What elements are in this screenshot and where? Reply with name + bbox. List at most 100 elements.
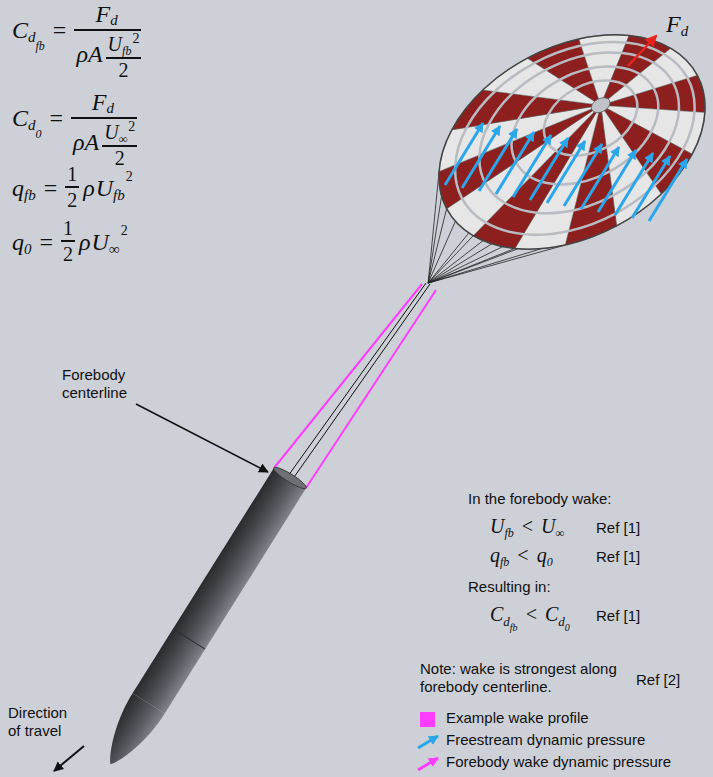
travel-direction-arrow [54,746,84,771]
formula-symbol: = [50,106,64,130]
forebody-rocket-part [173,629,205,649]
freestream-arrows-part [632,156,670,218]
forebody-rocket-part [133,468,307,714]
formula-symbol: ∞ [119,133,128,145]
annotation-text: In the forebody wake: [468,490,611,508]
formula-symbol: U [108,34,122,54]
formula-symbol: 2 [67,190,77,210]
forebody-rocket-part [94,693,164,774]
annotation-text: Direction of travel [8,704,78,740]
annotation-text: Ref [1] [596,519,640,537]
annotation-text: Forebody centerline [62,366,162,402]
formula-symbol: 2 [115,148,125,168]
formula-symbol: 0 [36,128,42,140]
wake-profile-part [306,290,436,488]
formula-symbol: C [12,106,28,130]
formula-symbol: F [666,12,681,36]
canopy-rings [422,3,713,274]
riser-line-part [288,283,426,476]
canopy-gores [402,0,713,293]
freestream-arrows-part [462,126,500,188]
formula-symbol: ∞ [109,242,120,257]
canopy-vent [589,95,613,116]
formula-symbol: F [96,2,111,26]
formula-symbol: q [12,230,24,254]
legend-text: Example wake profile [446,709,589,727]
freestream-arrows-part [581,147,619,209]
annotation-text: Resulting in: [468,578,551,596]
formula-symbol: d [28,118,36,133]
annotation-text: Note: wake is strongest along forebody c… [420,660,632,696]
formula-symbol: fb [113,188,125,203]
forebody-rocket [94,465,308,775]
fraction-bar [61,240,75,242]
canopy-rings-part [491,43,678,209]
formula-symbol: ρA [73,130,99,154]
annotation-text: Ref [2] [636,671,680,689]
formula-symbol: 2 [126,170,133,184]
freestream-arrows-part [513,135,551,197]
formula-symbol: = [53,18,67,42]
suspension-lines-part [428,239,515,292]
freestream-arrows-part [564,144,602,206]
wake-profile-part [274,284,422,468]
formula-symbol: 2 [63,244,73,264]
formula-symbol: d [503,615,510,628]
canopy-skirt [402,0,713,293]
canopy-rings-part [422,3,713,274]
formula-symbol: d [28,30,36,45]
formula-symbol: F [92,90,107,114]
canopy-rings-part [452,20,707,246]
formula-symbol: U [96,176,113,200]
formula-symbol: d [681,24,689,39]
formula-symbol: fb [504,527,513,539]
annotation-text: Ref [1] [596,607,640,625]
formula-symbol: 1 [63,218,73,238]
formula-symbol: 2 [128,120,135,134]
formula-symbol: = [44,176,58,200]
suspension-lines [357,0,713,317]
formula-symbol: q [12,176,24,200]
formula-symbol: = [40,230,54,254]
formula-symbol: C [490,604,503,624]
formula-symbol: < [526,604,537,624]
wake-profile [274,284,436,488]
annotation-text: Ref [1] [596,548,640,566]
freestream-arrows-part [479,129,517,191]
formula-symbol: ρ [83,176,95,200]
freestream-arrows-part [547,141,585,203]
centerline-leader [136,404,268,472]
suspension-lines-part [418,236,482,283]
freestream-arrows-part [598,150,636,212]
formula-symbol: 2 [121,224,128,238]
formula-symbol: ρA [76,42,102,66]
fraction-bar [65,186,79,188]
legend-freestream-sample [418,736,438,748]
formula-symbol: 2 [132,32,139,46]
formula-symbol: q [490,545,500,565]
formula-symbol: d [558,615,565,628]
formula-symbol: 0 [547,556,553,568]
formula-symbol: fb [24,188,36,203]
riser-line-part [292,284,430,480]
fraction-bar [74,29,141,31]
freestream-arrows-part [496,132,534,194]
formula-symbol: U [104,122,118,142]
formula-symbol: fb [122,45,131,57]
riser-line [288,283,430,480]
formula-symbol: 0 [24,242,32,257]
formula-symbol: U [541,516,555,536]
legend-text: Freestream dynamic pressure [446,731,645,749]
formula-symbol: d [110,13,118,28]
formula-symbol: 1 [67,164,77,184]
legend-swatch [420,712,435,727]
formula-symbol: 0 [565,623,570,633]
formula-symbol: < [522,516,533,536]
formula-symbol: 2 [118,60,128,80]
legend-text: Forebody wake dynamic pressure [446,753,671,771]
legend-wake-sample [418,758,438,770]
formula-symbol: < [517,545,528,565]
forebody-rocket-part [272,465,308,492]
freestream-arrows-part [530,138,568,200]
